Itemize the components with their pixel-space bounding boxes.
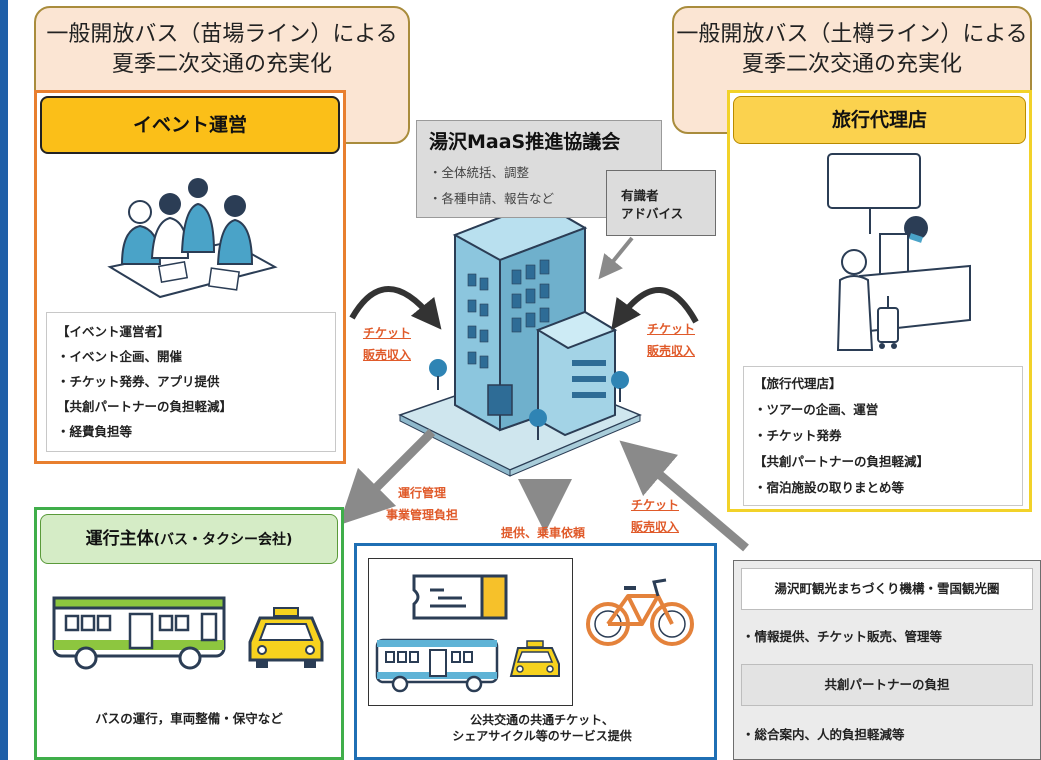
flow-label-line: 事業管理負担 bbox=[385, 508, 458, 522]
ticket-revenue-arrow bbox=[619, 440, 749, 552]
flow-label-ticket-right: チケット 販売収入 bbox=[636, 318, 706, 362]
agency-item: ・チケット発券 bbox=[754, 428, 842, 443]
bus-icon bbox=[52, 596, 226, 670]
curved-arrow-left bbox=[349, 286, 442, 330]
agency-item: ・ツアーの企画、運営 bbox=[754, 402, 879, 417]
left-accent-bar bbox=[0, 0, 8, 760]
bicycle-icon bbox=[586, 578, 694, 646]
event-item: 【共創パートナーの負担軽減】 bbox=[57, 399, 233, 414]
maas-item: ・全体統括、調整 bbox=[429, 165, 530, 180]
ticket-caption-line2: シェアサイクル等のサービス提供 bbox=[452, 729, 632, 743]
flow-label-line: 運行管理 bbox=[397, 486, 446, 500]
event-item: ・経費負担等 bbox=[57, 424, 133, 439]
ticket-icon bbox=[412, 574, 508, 620]
event-role-list: 【イベント運営者】 ・イベント企画、開催 ・チケット発券、アプリ提供 【共創パー… bbox=[46, 312, 336, 452]
meeting-people-illustration bbox=[107, 178, 278, 299]
operator-header: 運行主体(バス・タクシー会社) bbox=[40, 514, 338, 564]
advisor-line1: 有識者 bbox=[621, 188, 659, 203]
flow-label-ticket-bottom: チケット 販売収入 bbox=[620, 494, 690, 538]
agency-item: ・宿泊施設の取りまとめ等 bbox=[754, 480, 905, 495]
org-header: 湯沢町観光まちづくり機構・雪国観光圏 bbox=[741, 568, 1033, 610]
event-item: ・イベント企画、開催 bbox=[57, 349, 183, 364]
agency-item: 【共創パートナーの負担軽減】 bbox=[754, 454, 930, 469]
travel-desk-illustration bbox=[827, 153, 971, 351]
operator-title: 運行主体 bbox=[85, 529, 154, 549]
org-item: ・情報提供、チケット販売、管理等 bbox=[742, 629, 943, 644]
advisor-arrow bbox=[598, 236, 634, 280]
agency-role-list: 【旅行代理店】 ・ツアーの企画、運営 ・チケット発券 【共創パートナーの負担軽減… bbox=[743, 366, 1023, 506]
flow-label-provide: 提供、乗車依頼 bbox=[500, 526, 585, 540]
operator-caption: バスの運行，車両整備・保守など bbox=[95, 711, 283, 726]
flow-label-line: チケット bbox=[646, 322, 695, 336]
flow-label-ops-mgmt: 運行管理 事業管理負担 bbox=[370, 482, 474, 526]
flow-label-line: チケット bbox=[362, 326, 411, 340]
event-item: ・チケット発券、アプリ提供 bbox=[57, 374, 220, 389]
advisor-box: 有識者 アドバイス bbox=[606, 170, 716, 236]
agency-header: 旅行代理店 bbox=[733, 96, 1026, 144]
ticket-caption-line1: 公共交通の共通チケット、 bbox=[470, 713, 614, 727]
event-header: イベント運営 bbox=[40, 96, 340, 154]
partner-burden-header: 共創パートナーの負担 bbox=[741, 664, 1033, 706]
banner-right-line2: 夏季二次交通の充実化 bbox=[741, 52, 962, 77]
flow-label-line: 販売収入 bbox=[362, 348, 411, 362]
banner-left-line1: 一般開放バス（苗場ライン）による bbox=[46, 22, 398, 47]
flow-label-line: チケット bbox=[630, 498, 679, 512]
maas-title: 湯沢MaaS推進協議会 bbox=[429, 131, 621, 153]
advisor-line2: アドバイス bbox=[621, 206, 684, 221]
taxi-icon bbox=[248, 607, 324, 668]
banner-right-line1: 一般開放バス（土樽ライン）による bbox=[676, 22, 1028, 47]
flow-label-line: 販売収入 bbox=[646, 344, 695, 358]
flow-label-line: 販売収入 bbox=[630, 520, 679, 534]
taxi-icon bbox=[509, 640, 560, 677]
curved-arrow-right bbox=[611, 287, 699, 331]
event-item: 【イベント運営者】 bbox=[57, 324, 170, 339]
ticket-service-caption: 公共交通の共通チケット、 シェアサイクル等のサービス提供 bbox=[372, 712, 712, 744]
banner-left-line2: 夏季二次交通の充実化 bbox=[111, 52, 332, 77]
partner-burden-item: ・総合案内、人的負担軽減等 bbox=[742, 727, 905, 742]
flow-label-ticket-left: チケット 販売収入 bbox=[352, 322, 422, 366]
maas-item: ・各種申請、報告など bbox=[429, 191, 555, 206]
agency-item: 【旅行代理店】 bbox=[754, 376, 842, 391]
operator-title-sub: (バス・タクシー会社) bbox=[153, 532, 293, 548]
bus-icon bbox=[375, 638, 499, 693]
ops-mgmt-arrow bbox=[338, 428, 436, 526]
